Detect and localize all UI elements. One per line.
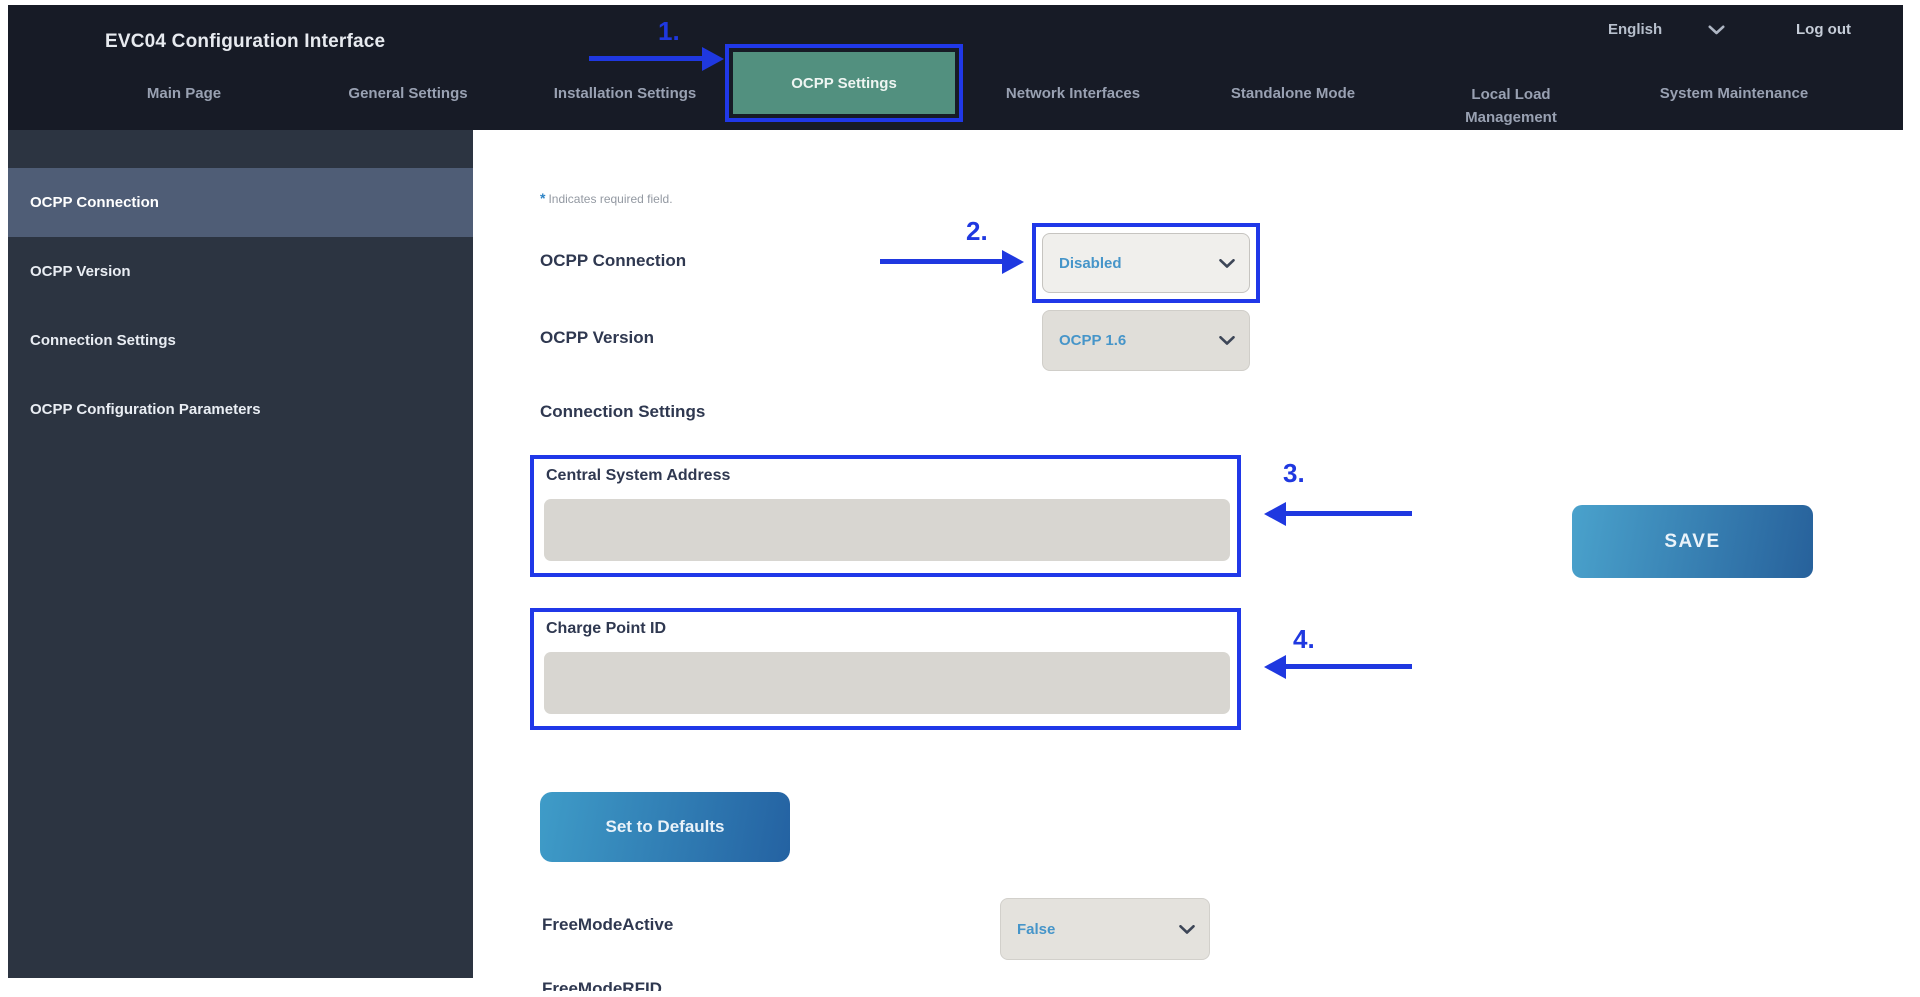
annotation-frame-ocpp-settings-tab: OCPP Settings [725,44,963,122]
language-label: English [1608,21,1663,38]
tab-main-page[interactable]: Main Page [146,85,222,102]
sidebar-item-ocpp-version[interactable]: OCPP Version [30,263,131,280]
chevron-down-icon [1708,25,1725,35]
free-mode-active-label: FreeModeActive [542,915,674,934]
central-system-address-input[interactable] [544,499,1230,561]
app-header: EVC04 Configuration Interface English Lo… [8,5,1903,130]
tab-ocpp-settings[interactable]: OCPP Settings [733,52,955,114]
tab-local-load-management[interactable]: Local Load Management [1465,86,1557,126]
chevron-down-icon [1219,258,1235,268]
tab-general-settings[interactable]: General Settings [348,85,468,102]
annotation-arrow-right-icon [702,47,724,71]
ocpp-version-value: OCPP 1.6 [1059,332,1127,349]
annotation-step-1: 1. [658,16,680,46]
annotation-frame-central-system-address: Central System Address [530,455,1241,577]
tab-standalone-mode[interactable]: Standalone Mode [1230,85,1356,102]
set-to-defaults-button[interactable]: Set to Defaults [540,792,790,862]
ocpp-connection-dropdown[interactable]: Disabled [1042,233,1250,293]
annotation-step-2: 2. [966,216,988,246]
annotation-arrow-1-line [589,56,702,61]
free-mode-rfid-label: FreeModeRFID [542,979,662,991]
ocpp-connection-label: OCPP Connection [540,251,687,270]
logout-button[interactable]: Log out [1796,21,1851,38]
required-asterisk: * [540,190,546,206]
chevron-down-icon [1179,924,1195,934]
language-selector[interactable]: English [1608,21,1725,38]
app-title: EVC04 Configuration Interface [105,31,386,52]
tab-system-maintenance[interactable]: System Maintenance [1659,85,1809,102]
annotation-arrow-left-icon [1264,502,1286,526]
annotation-arrow-right-icon [1002,250,1024,274]
sidebar-item-connection-settings[interactable]: Connection Settings [30,332,176,349]
sidebar-item-ocpp-configuration-parameters[interactable]: OCPP Configuration Parameters [30,401,261,418]
annotation-frame-charge-point-id: Charge Point ID [530,608,1241,730]
central-system-address-label: Central System Address [546,467,731,484]
annotation-step-4: 4. [1293,624,1315,654]
ocpp-connection-value: Disabled [1059,254,1122,272]
ocpp-version-label: OCPP Version [540,328,655,347]
sidebar: OCPP Connection OCPP Version Connection … [8,130,473,978]
sidebar-item-ocpp-connection[interactable]: OCPP Connection [8,168,473,237]
free-mode-active-value: False [1017,920,1056,938]
save-button[interactable]: SAVE [1572,505,1813,578]
required-field-note: *Indicates required field. [540,190,673,206]
chevron-down-icon [1219,336,1235,345]
tab-network-interfaces[interactable]: Network Interfaces [1005,85,1141,102]
annotation-arrow-3-line [1286,511,1412,516]
annotation-step-3: 3. [1283,458,1305,488]
annotation-arrow-4-line [1286,664,1412,669]
tab-installation-settings[interactable]: Installation Settings [553,85,697,102]
charge-point-id-input[interactable] [544,652,1230,714]
annotation-frame-ocpp-connection-dropdown: Disabled [1032,223,1260,303]
free-mode-active-dropdown[interactable]: False [1000,898,1210,960]
annotation-arrow-left-icon [1264,655,1286,679]
charge-point-id-label: Charge Point ID [546,620,667,637]
ocpp-version-dropdown[interactable]: OCPP 1.6 [1042,310,1250,371]
annotation-arrow-2-line [880,259,1002,264]
connection-settings-heading: Connection Settings [540,402,706,421]
